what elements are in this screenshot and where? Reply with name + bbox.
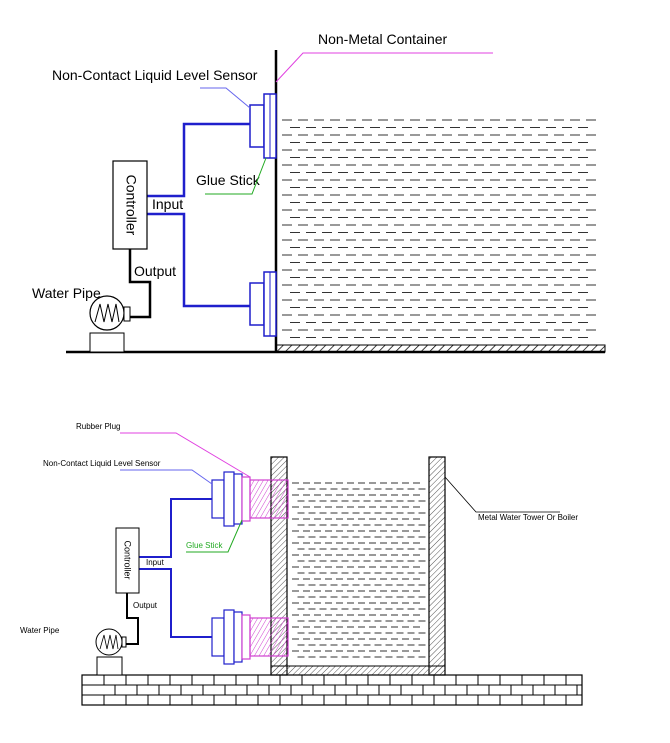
top-container-floor xyxy=(275,344,606,353)
top-pump xyxy=(89,295,131,353)
top-controller-box xyxy=(112,160,148,250)
bottom-tower-label: Metal Water Tower Or Boiler xyxy=(478,513,578,522)
top-glue-callout xyxy=(205,157,267,195)
bottom-tower-callout xyxy=(444,476,560,513)
top-wire-lower xyxy=(147,212,250,308)
top-lower-sensor xyxy=(249,271,277,337)
bottom-output-label: Output xyxy=(133,601,158,610)
top-wire-upper xyxy=(147,122,250,198)
bottom-glue-callout xyxy=(186,519,243,553)
bottom-wire-output xyxy=(122,593,139,645)
bottom-input-label: Input xyxy=(146,558,165,567)
bottom-sensor-callout xyxy=(120,469,213,485)
top-sensor-callout xyxy=(200,87,251,109)
top-liquid xyxy=(282,119,596,338)
bottom-tower-right-wall xyxy=(428,456,446,676)
bottom-wire-upper xyxy=(139,498,212,558)
top-diagram: Controller Non-Metal Container Non-Conta… xyxy=(32,31,606,354)
top-container-callout xyxy=(275,52,493,83)
top-container-label: Non-Metal Container xyxy=(318,31,448,47)
top-input-label: Input xyxy=(152,196,183,212)
bottom-controller-label: Controller xyxy=(123,540,133,579)
bottom-plug-callout xyxy=(120,432,251,478)
top-wire-output xyxy=(128,249,152,319)
bottom-upper-sensor xyxy=(211,471,289,527)
bottom-pipe-label: Water Pipe xyxy=(20,626,60,635)
top-upper-sensor xyxy=(249,93,277,159)
bottom-liquid xyxy=(292,482,426,658)
bottom-glue-label: Glue Stick xyxy=(186,541,223,550)
bottom-brick-base xyxy=(81,674,583,706)
bottom-diagram: Controller Rubber Plug Non-Contact Liqui… xyxy=(20,422,583,706)
bottom-sensor-label: Non-Contact Liquid Level Sensor xyxy=(43,459,161,468)
top-controller-label: Controller xyxy=(123,175,139,236)
bottom-lower-sensor xyxy=(211,609,289,665)
top-glue-label: Glue Stick xyxy=(196,172,261,188)
bottom-wire-lower xyxy=(139,568,212,638)
bottom-tower-floor xyxy=(270,665,446,676)
bottom-plug-label: Rubber Plug xyxy=(76,422,120,431)
top-sensor-label: Non-Contact Liquid Level Sensor xyxy=(52,67,258,83)
top-pipe-label: Water Pipe xyxy=(32,285,101,301)
top-output-label: Output xyxy=(134,263,176,279)
bottom-pump xyxy=(95,628,127,676)
